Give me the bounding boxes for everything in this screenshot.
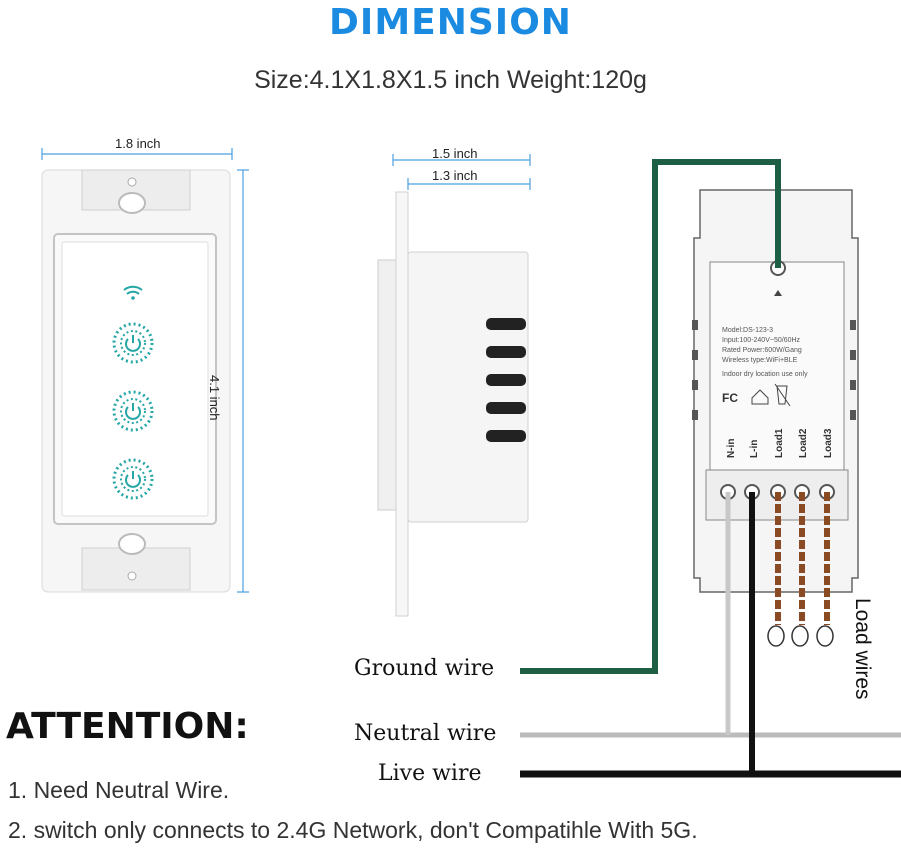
terminal-label: Load3	[823, 428, 834, 458]
module-input: Input:100-240V~50/60Hz	[722, 337, 801, 344]
fc-mark: FC	[722, 391, 738, 405]
terminal-label: N-in	[726, 439, 737, 458]
attention-note: 2. switch only connects to 2.4G Network,…	[8, 817, 698, 843]
terminal-label: Load2	[798, 428, 809, 458]
depth-inner-label: 1.3 inch	[432, 168, 478, 183]
module-model: Model:DS-123-3	[722, 327, 773, 334]
module-indoor: Indoor dry location use only	[722, 371, 808, 378]
ground-wire-label: Ground wire	[354, 656, 495, 681]
power-button-icon	[112, 322, 154, 364]
load-wires-label: Load wires	[851, 598, 874, 700]
depth-outer-label: 1.5 inch	[432, 146, 478, 161]
page-title: DIMENSION	[329, 2, 572, 43]
power-button-icon	[112, 390, 154, 432]
neutral-wire-label: Neutral wire	[354, 721, 497, 746]
terminal-label: Load1	[774, 428, 785, 458]
terminal-label: L-in	[749, 440, 760, 458]
power-button-icon	[112, 458, 154, 500]
module-rated-power: Rated Power:600W/Gang	[722, 347, 802, 354]
width-dimension-label: 1.8 inch	[115, 136, 161, 151]
attention-note: 1. Need Neutral Wire.	[8, 777, 230, 803]
size-weight-text: Size:4.1X1.8X1.5 inch Weight:120g	[254, 66, 647, 94]
front-view	[41, 148, 249, 593]
wifi-icon	[123, 285, 143, 300]
live-wire-label: Live wire	[378, 761, 482, 786]
module-wireless: Wireless type:WiFi+BLE	[722, 357, 798, 364]
attention-title: ATTENTION:	[6, 706, 249, 747]
side-view	[377, 154, 531, 617]
